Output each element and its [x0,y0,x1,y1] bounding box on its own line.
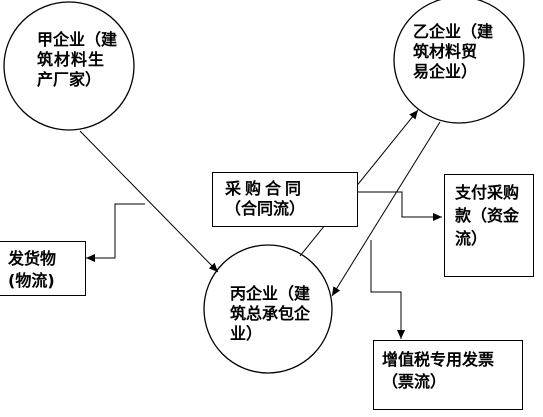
bing-label-line-2: 筑总承包企 [230,304,311,323]
goods-flow-box: 发货物 (物流) [0,241,86,296]
payment-label-line-3: 流） [455,229,488,248]
yi-enterprise-label: 乙企业（建 筑材料贸 易企业） [413,22,493,82]
jia-label-line-2: 筑材料生 [37,50,106,69]
yi-enterprise-circle [393,0,525,124]
contract-label-line-1: 采购合同 [225,179,306,198]
contract-label-line-2: （合同流） [225,199,306,218]
payment-label-line-1: 支付采购 [455,183,520,202]
invoice-label-line-2: （票流） [382,372,447,391]
arrow-to-payment-box [358,191,442,221]
arrow-to-goods-box [86,203,145,262]
yi-label-line-2: 筑材料贸 [413,42,478,61]
payment-label-line-2: 款（资金 [455,206,520,225]
bing-label-line-1: 丙企业（建 [230,284,311,303]
jia-enterprise-label: 甲企业（建 筑材料生 产厂家） [37,30,117,90]
arrow-yi-to-bing [331,121,441,297]
bing-enterprise-circle [203,244,333,374]
invoice-label-line-1: 增值税专用发票 [382,350,495,369]
jia-label-line-1: 甲企业（建 [37,30,118,49]
payment-flow-box: 支付采购 款（资金 流） [444,174,534,277]
arrow-bing-to-yi [299,109,419,257]
contract-flow-box: 采购合同 （合同流） [212,172,358,227]
bing-label-line-3: 业） [230,324,263,343]
yi-label-line-3: 易企业） [413,62,478,81]
arrow-jia-to-bing [79,130,219,273]
yi-label-line-1: 乙企业（建 [413,22,494,41]
arrow-to-invoice-box [370,240,405,339]
invoice-flow-box: 增值税专用发票 （票流） [373,340,523,410]
goods-label-line-1: 发货物 [8,249,57,268]
jia-label-line-3: 产厂家） [37,70,102,89]
jia-enterprise-circle [3,1,135,131]
bing-enterprise-label: 丙企业（建 筑总承包企 业） [230,284,310,344]
goods-label-line-2: (物流) [8,271,55,290]
